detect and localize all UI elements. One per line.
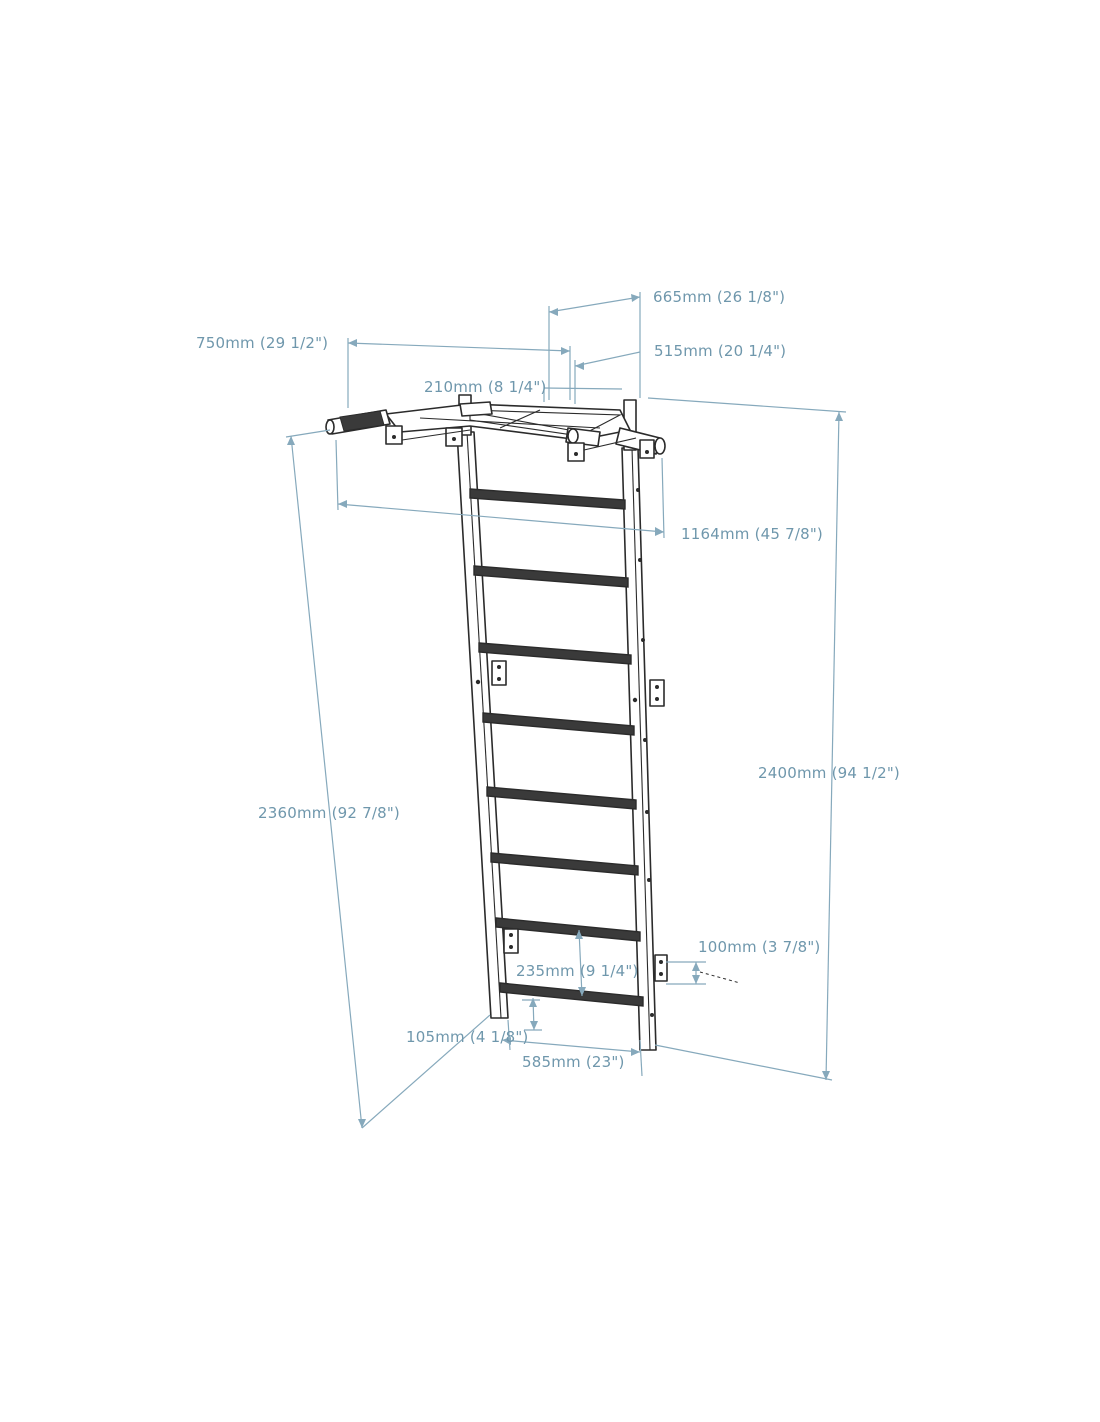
- dim-665: 665mm (26 1/8"): [653, 288, 785, 306]
- rung-1: [469, 488, 626, 510]
- dimension-labels: 665mm (26 1/8") 515mm (20 1/4") 750mm (2…: [196, 288, 900, 1071]
- bracket-left-mid: [491, 660, 507, 686]
- left-upright: [456, 431, 509, 1019]
- rung-4: [482, 712, 635, 736]
- inner-grip-left: [459, 401, 493, 417]
- rung-7: [495, 917, 641, 942]
- dim-100: 100mm (3 7/8"): [698, 938, 820, 956]
- dimension-lines: [285, 292, 847, 1129]
- bracket-right-mid: [649, 679, 665, 707]
- pullup-bracket-right-2: [639, 439, 655, 459]
- upright-bolts: [475, 488, 654, 1017]
- dim-235: 235mm (9 1/4"): [516, 962, 638, 980]
- rungs: [469, 488, 644, 1007]
- right-upright-edge: [631, 447, 651, 1051]
- rung-2: [473, 565, 629, 588]
- dim-1164: 1164mm (45 7/8"): [681, 525, 823, 543]
- dim-210: 210mm (8 1/4"): [424, 378, 546, 396]
- rung-5: [486, 786, 637, 810]
- pull-up-bar: [325, 401, 666, 462]
- dim-750: 750mm (29 1/2"): [196, 334, 328, 352]
- dim-515: 515mm (20 1/4"): [654, 342, 786, 360]
- right-upright: [621, 447, 657, 1051]
- left-grip-foam: [339, 410, 385, 432]
- dimension-arrows: [287, 294, 843, 1128]
- dim-2360: 2360mm (92 7/8"): [258, 804, 400, 822]
- dim-585: 585mm (23"): [522, 1053, 625, 1071]
- rung-8: [499, 982, 644, 1007]
- dim-2400: 2400mm (94 1/2"): [758, 764, 900, 782]
- left-upright-edge: [466, 431, 502, 1019]
- bracket-right-low: [654, 954, 668, 982]
- wall-brackets: [491, 660, 668, 982]
- wall-bars-ladder: [456, 394, 668, 1051]
- bracket-left-low: [503, 928, 519, 954]
- rung-6: [490, 852, 639, 876]
- dim-105: 105mm (4 1/8"): [406, 1028, 528, 1046]
- rung-3: [478, 642, 632, 665]
